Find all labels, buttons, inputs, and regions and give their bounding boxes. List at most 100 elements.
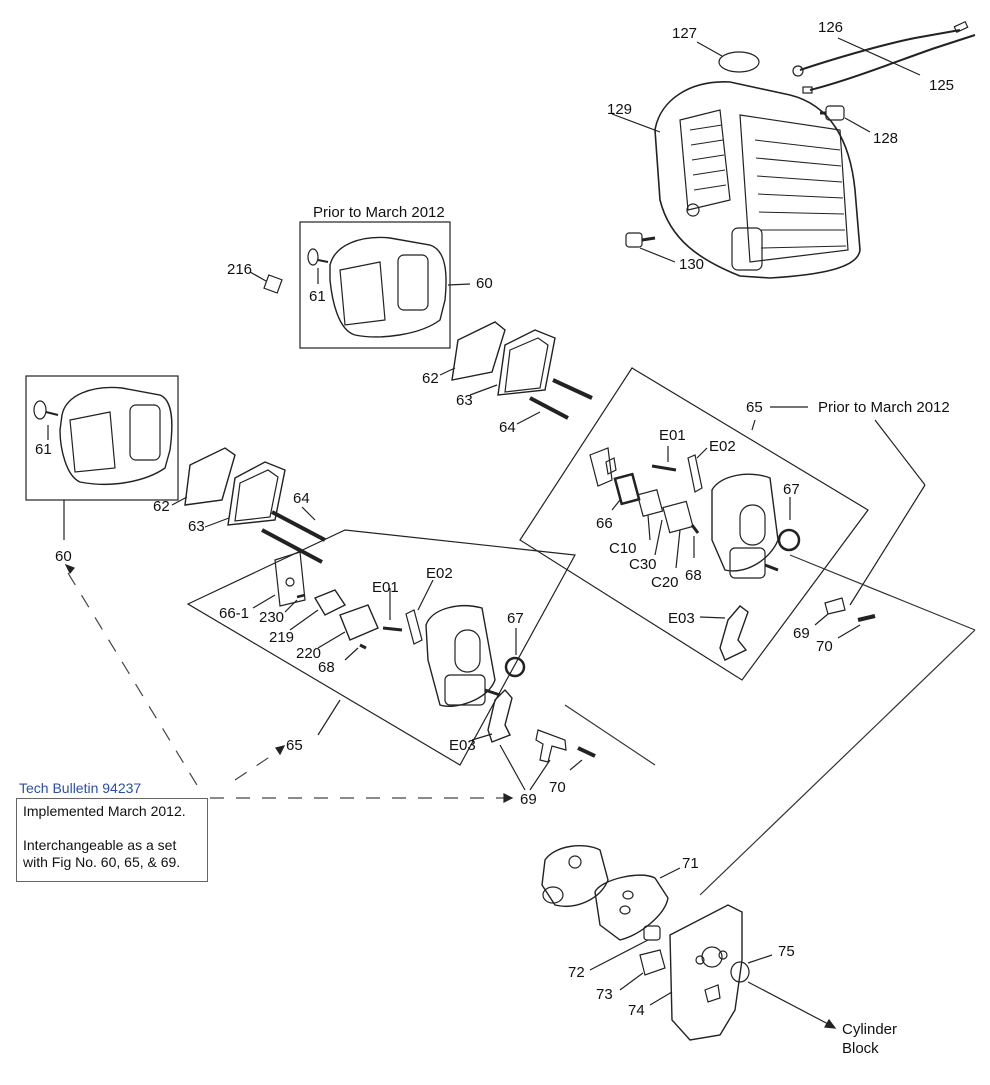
label-E01-current: E01 bbox=[372, 579, 399, 596]
label-E01-right: E01 bbox=[659, 427, 686, 444]
label-73: 73 bbox=[596, 986, 613, 1003]
label-C30: C30 bbox=[629, 556, 657, 573]
tech-bulletin-line3: with Fig No. 60, 65, & 69. bbox=[23, 854, 181, 870]
label-216: 216 bbox=[227, 261, 253, 278]
part-63-element-upper bbox=[497, 329, 556, 396]
label-71: 71 bbox=[682, 855, 699, 872]
part-67-oring-current bbox=[504, 656, 526, 678]
label-126: 126 bbox=[818, 19, 844, 36]
air-cleaner-base-current bbox=[186, 529, 596, 791]
label-E02-right: E02 bbox=[709, 438, 736, 455]
label-74: 74 bbox=[628, 1002, 645, 1019]
label-62-left: 62 bbox=[153, 498, 170, 515]
tech-bulletin-note: Implemented March 2012. Interchangeable … bbox=[16, 798, 208, 882]
label-64-left: 64 bbox=[293, 490, 310, 507]
part-60-case-top bbox=[329, 236, 447, 338]
label-E03-current: E03 bbox=[449, 737, 476, 754]
label-70-current: 70 bbox=[549, 779, 566, 796]
part-62-filter-upper bbox=[451, 321, 506, 381]
label-63-left: 63 bbox=[188, 518, 205, 535]
part-C20 bbox=[662, 500, 694, 534]
part-69-tee-current bbox=[535, 729, 567, 763]
label-64-top: 64 bbox=[499, 419, 516, 436]
tech-bulletin-line2: Interchangeable as a set bbox=[23, 837, 177, 853]
label-230: 230 bbox=[259, 609, 285, 626]
part-E02-link-current bbox=[405, 609, 423, 645]
part-125-wire bbox=[809, 34, 976, 91]
label-66: 66 bbox=[596, 515, 613, 532]
part-126-wire bbox=[799, 29, 961, 71]
part-60-case-left bbox=[59, 386, 173, 485]
part-64-bolts-lower bbox=[261, 510, 326, 564]
label-219: 219 bbox=[269, 629, 295, 646]
label-75: 75 bbox=[778, 943, 795, 960]
engine-cover-group bbox=[611, 20, 976, 279]
part-62-filter-lower bbox=[184, 447, 236, 506]
label-130: 130 bbox=[679, 256, 705, 273]
label-72: 72 bbox=[568, 964, 585, 981]
label-67-current: 67 bbox=[507, 610, 524, 627]
part-66-bracket bbox=[589, 447, 613, 487]
part-130-bolt bbox=[625, 232, 656, 248]
part-63-element-lower bbox=[227, 461, 286, 526]
tech-bulletin-line1: Implemented March 2012. bbox=[23, 803, 186, 819]
air-cleaner-case-current-box bbox=[25, 375, 179, 540]
label-67-right: 67 bbox=[783, 481, 800, 498]
label-69-current: 69 bbox=[520, 791, 537, 808]
label-66-1: 66-1 bbox=[219, 605, 250, 622]
label-68-current: 68 bbox=[318, 659, 335, 676]
part-E02-link bbox=[687, 454, 703, 493]
tech-bulletin-title[interactable]: Tech Bulletin 94237 bbox=[19, 780, 142, 796]
part-74-plate bbox=[669, 904, 743, 1041]
label-129: 129 bbox=[607, 101, 633, 118]
part-129-cover bbox=[654, 81, 861, 279]
part-72-bolt bbox=[643, 925, 661, 941]
carburetor-group bbox=[541, 845, 837, 1041]
label-E02-current: E02 bbox=[426, 565, 453, 582]
label-128: 128 bbox=[873, 130, 899, 147]
part-219 bbox=[313, 589, 347, 616]
part-C30 bbox=[636, 489, 664, 517]
part-69-tube-right bbox=[824, 597, 846, 615]
part-71-gasket bbox=[594, 874, 669, 941]
label-70-right: 70 bbox=[816, 638, 833, 655]
part-66-1-bracket bbox=[274, 551, 306, 607]
part-75-ring bbox=[730, 961, 750, 983]
filter-set-lower bbox=[171, 447, 326, 564]
part-216 bbox=[263, 274, 283, 294]
air-cleaner-case-prior-box bbox=[249, 221, 471, 349]
label-68-right: 68 bbox=[685, 567, 702, 584]
part-65-base-current bbox=[425, 605, 496, 707]
carburetor bbox=[541, 845, 609, 907]
label-61-left: 61 bbox=[35, 441, 52, 458]
title-prior-top: Prior to March 2012 bbox=[313, 204, 445, 221]
part-61-knob-left bbox=[33, 400, 59, 440]
air-cleaner-base-prior bbox=[519, 367, 926, 681]
part-128-bolt bbox=[820, 105, 845, 121]
label-C10: C10 bbox=[609, 540, 637, 557]
label-E03-right: E03 bbox=[668, 610, 695, 627]
part-64-bolts-upper bbox=[529, 378, 593, 420]
filter-set-upper bbox=[439, 321, 593, 425]
label-69-right: 69 bbox=[793, 625, 810, 642]
part-220 bbox=[339, 604, 379, 641]
label-63-top: 63 bbox=[456, 392, 473, 409]
part-65-base-prior bbox=[711, 473, 779, 572]
title-prior-right: Prior to March 2012 bbox=[818, 399, 950, 416]
cylinder-block-line2: Block bbox=[842, 1040, 879, 1057]
cylinder-block-line1: Cylinder bbox=[842, 1021, 898, 1038]
part-127-cap bbox=[718, 51, 760, 73]
part-73-clip bbox=[639, 949, 666, 976]
label-65-right: 65 bbox=[746, 399, 763, 416]
label-65-current: 65 bbox=[286, 737, 303, 754]
dashed-reference-lines bbox=[67, 572, 505, 799]
label-60-left: 60 bbox=[55, 548, 72, 565]
part-E03-lever-current bbox=[487, 688, 513, 743]
part-C10 bbox=[613, 472, 641, 506]
part-61-knob-top bbox=[307, 248, 329, 284]
label-60-top: 60 bbox=[476, 275, 493, 292]
label-61-top: 61 bbox=[309, 288, 326, 305]
label-127: 127 bbox=[672, 25, 698, 42]
part-67-oring-right bbox=[777, 528, 801, 552]
